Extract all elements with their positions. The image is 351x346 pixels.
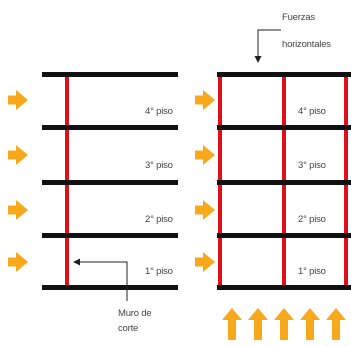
right-frame: 4° piso 3° piso 2° piso 1° piso Fuerzas …	[195, 12, 351, 340]
floor-label-right-1: 1° piso	[298, 266, 326, 277]
shear-wall-label-line1: Muro de	[118, 308, 151, 319]
shear-wall-label-line2: corte	[118, 323, 138, 334]
arrow-right-icon	[195, 145, 215, 165]
slab-left-2	[42, 233, 178, 238]
arrow-up-icon	[274, 308, 294, 340]
slab-left-1	[42, 285, 178, 290]
shear-wall-pointer	[73, 258, 128, 301]
floor-label-left-4: 4° piso	[145, 106, 173, 117]
arrow-right-icon	[195, 252, 215, 272]
left-frame: 4° piso 3° piso 2° piso 1° piso Muro de …	[8, 72, 178, 334]
slab-left-3	[42, 180, 178, 185]
slab-right-3	[217, 180, 351, 185]
slab-left-4	[42, 125, 178, 130]
forces-pointer	[254, 29, 281, 63]
arrow-up-icon	[300, 308, 320, 340]
arrow-up-icon	[326, 308, 346, 340]
slab-right-roof	[217, 72, 351, 77]
slab-left-roof	[42, 72, 178, 77]
arrow-right-icon	[195, 200, 215, 220]
arrow-right-icon	[195, 90, 215, 110]
floor-label-right-2: 2° piso	[298, 214, 326, 225]
arrow-right-icon	[8, 145, 28, 165]
arrow-up-icon	[222, 308, 242, 340]
floor-label-right-4: 4° piso	[298, 106, 326, 117]
floor-label-left-2: 2° piso	[145, 214, 173, 225]
forces-label-line1: Fuerzas	[282, 12, 315, 23]
floor-label-right-3: 3° piso	[298, 160, 326, 171]
floor-label-left-3: 3° piso	[145, 160, 173, 171]
arrow-right-icon	[8, 200, 28, 220]
slab-right-4	[217, 125, 351, 130]
arrow-up-icon	[248, 308, 268, 340]
floor-label-left-1: 1° piso	[145, 266, 173, 277]
slab-right-1	[217, 285, 351, 290]
arrow-right-icon	[8, 90, 28, 110]
arrow-right-icon	[8, 252, 28, 272]
slab-right-2	[217, 233, 351, 238]
forces-label-line2: horizontales	[282, 39, 331, 50]
